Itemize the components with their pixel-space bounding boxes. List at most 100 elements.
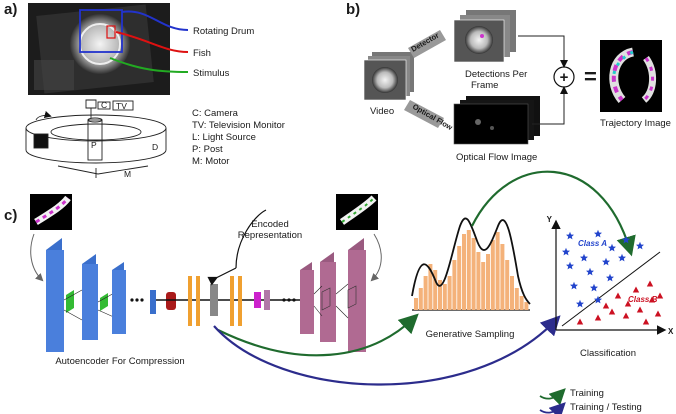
class-b-triangle	[622, 312, 630, 319]
label-encoded-1: Encoded	[251, 219, 289, 230]
encoder-blocks	[46, 238, 218, 352]
class-a-star	[590, 283, 598, 292]
optical-flow-stack	[453, 96, 540, 145]
callout-lines	[109, 10, 189, 73]
class-a-star	[580, 253, 588, 262]
histogram-bar	[466, 230, 471, 310]
encoded-arrow-line	[235, 209, 267, 269]
output-trajectory-thumb	[336, 194, 378, 230]
tv-monitor-icon	[112, 100, 134, 111]
class-b-triangle	[624, 300, 632, 307]
histogram-bar	[514, 288, 519, 310]
histogram-bar	[423, 276, 428, 310]
histogram-bar	[519, 296, 524, 310]
label-autoencoder: Autoencoder For Compression	[55, 356, 184, 367]
class-b-triangle	[632, 286, 640, 293]
class-a-star	[566, 231, 574, 240]
histogram-bar	[438, 280, 442, 310]
class-a-star	[576, 299, 584, 308]
legend-training-arrow	[539, 388, 566, 406]
class-a-star	[608, 243, 616, 252]
histogram-bar	[510, 276, 514, 310]
class-a-points	[562, 229, 644, 308]
histogram-bar	[476, 252, 481, 310]
label-class-b: Class B	[628, 295, 658, 304]
histogram-bar	[495, 232, 500, 310]
legend-testing-arrow	[539, 402, 566, 414]
class-a-star	[594, 229, 602, 238]
label-motor: M	[124, 169, 131, 179]
label-camera: C	[101, 100, 107, 110]
histogram-bar	[428, 264, 433, 310]
callout-fish: Fish	[193, 48, 211, 59]
post-icon	[87, 119, 103, 161]
class-b-triangle	[602, 302, 610, 309]
class-a-star	[594, 295, 602, 304]
label-classification: Classification	[580, 348, 636, 359]
optical-flow-arrow	[404, 100, 444, 128]
label-class-a: Class A	[578, 239, 607, 248]
label-video: Video	[370, 106, 394, 117]
histogram-bar	[433, 270, 438, 310]
class-b-triangle	[576, 318, 584, 325]
label-optical-flow-image: Optical Flow Image	[456, 152, 537, 163]
video-stack	[363, 52, 414, 101]
class-b-triangle	[594, 314, 602, 321]
histogram-bar	[447, 276, 452, 310]
histogram-bar	[481, 262, 486, 310]
label-generative: Generative Sampling	[426, 329, 515, 340]
class-a-star	[636, 241, 644, 250]
class-b-triangle	[614, 292, 622, 299]
camera-box	[97, 101, 111, 110]
histogram-bar	[490, 240, 495, 310]
label-post: P	[91, 140, 97, 150]
legend-camera: C: Camera	[192, 108, 239, 119]
arrow-training-to-classifier	[471, 170, 636, 257]
class-b-triangle	[646, 280, 654, 287]
label-tv: TV	[116, 101, 127, 111]
input-arrow	[30, 233, 44, 282]
density-curve	[411, 217, 531, 305]
camera-icon	[85, 99, 97, 109]
label-trajectory-image: Trajectory Image	[600, 118, 671, 129]
stimulus-block	[33, 133, 49, 149]
encoded-arrow-head	[207, 267, 237, 286]
axis-y-label: Y	[547, 215, 553, 224]
detector-arrow	[408, 30, 446, 58]
axis-x-label: X	[668, 327, 674, 336]
class-a-star	[586, 267, 594, 276]
legend-light: L: Light Source	[192, 132, 256, 143]
class-b-triangle	[642, 318, 650, 325]
panel-label-b: b)	[346, 1, 360, 18]
class-b-points	[576, 280, 664, 325]
histogram-bar	[500, 244, 505, 310]
detections-stack	[453, 10, 516, 63]
equals-symbol: =	[584, 64, 597, 89]
histogram-bars	[414, 230, 529, 310]
histogram-bar	[414, 298, 418, 310]
histogram-bar	[418, 288, 423, 310]
class-a-star	[622, 235, 630, 244]
label-detections-1: Detections Per	[465, 69, 527, 80]
histogram-bar	[442, 284, 447, 310]
histogram-bar	[486, 254, 490, 310]
plus-symbol: +	[560, 69, 569, 86]
panel-a-legend: C: Camera TV: Television Monitor L: Ligh…	[192, 108, 285, 167]
class-a-star	[562, 247, 570, 256]
legend-post: P: Post	[192, 144, 223, 155]
trajectory-image	[600, 40, 662, 112]
class-a-star	[566, 261, 574, 270]
class-b-triangle	[648, 296, 656, 303]
label-detections-2: Frame	[471, 80, 498, 91]
output-arrow	[370, 233, 382, 282]
class-b-triangle	[656, 292, 664, 299]
legend-motor: M: Motor	[192, 156, 229, 167]
histogram-bar	[505, 260, 510, 310]
histogram-bar	[471, 238, 476, 310]
panel-c-legend	[539, 388, 566, 414]
legend-training-testing: Training / Testing	[570, 402, 642, 413]
panel-label-c: c)	[4, 207, 17, 224]
plus-operator	[553, 66, 575, 88]
panel-label-a: a)	[4, 1, 17, 18]
